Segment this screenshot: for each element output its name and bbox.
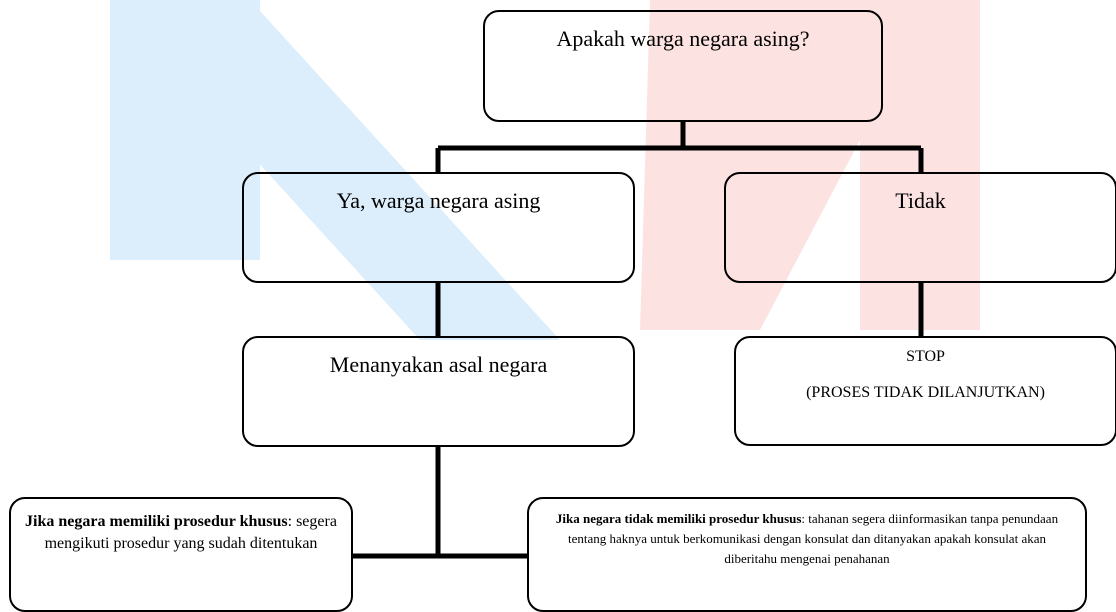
node-no-special-procedure-bold: Jika negara tidak memiliki prosedur khus… <box>555 511 802 526</box>
node-stop-subtitle: (PROSES TIDAK DILANJUTKAN) <box>806 384 1045 401</box>
node-no: Tidak <box>724 172 1116 283</box>
node-root-label: Apakah warga negara asing? <box>556 26 810 51</box>
watermark-blue-bar <box>110 0 260 260</box>
node-special-procedure-text: : segera mengikuti prosedur yang sudah d… <box>44 513 337 552</box>
node-stop-title: STOP <box>906 348 945 365</box>
node-yes: Ya, warga negara asing <box>242 172 635 283</box>
node-stop: STOP (PROSES TIDAK DILANJUTKAN) <box>734 336 1116 446</box>
node-special-procedure: Jika negara memiliki prosedur khusus: se… <box>9 497 353 612</box>
node-no-label: Tidak <box>895 188 946 213</box>
node-ask-country-label: Menanyakan asal negara <box>329 352 548 377</box>
node-special-procedure-bold: Jika negara memiliki prosedur khusus <box>25 513 288 530</box>
node-no-special-procedure-text: : tahanan segera diinformasikan tanpa pe… <box>568 511 1059 566</box>
node-no-special-procedure: Jika negara tidak memiliki prosedur khus… <box>527 497 1087 612</box>
node-root: Apakah warga negara asing? <box>483 10 883 122</box>
node-ask-country: Menanyakan asal negara <box>242 336 635 447</box>
node-yes-label: Ya, warga negara asing <box>336 188 541 213</box>
